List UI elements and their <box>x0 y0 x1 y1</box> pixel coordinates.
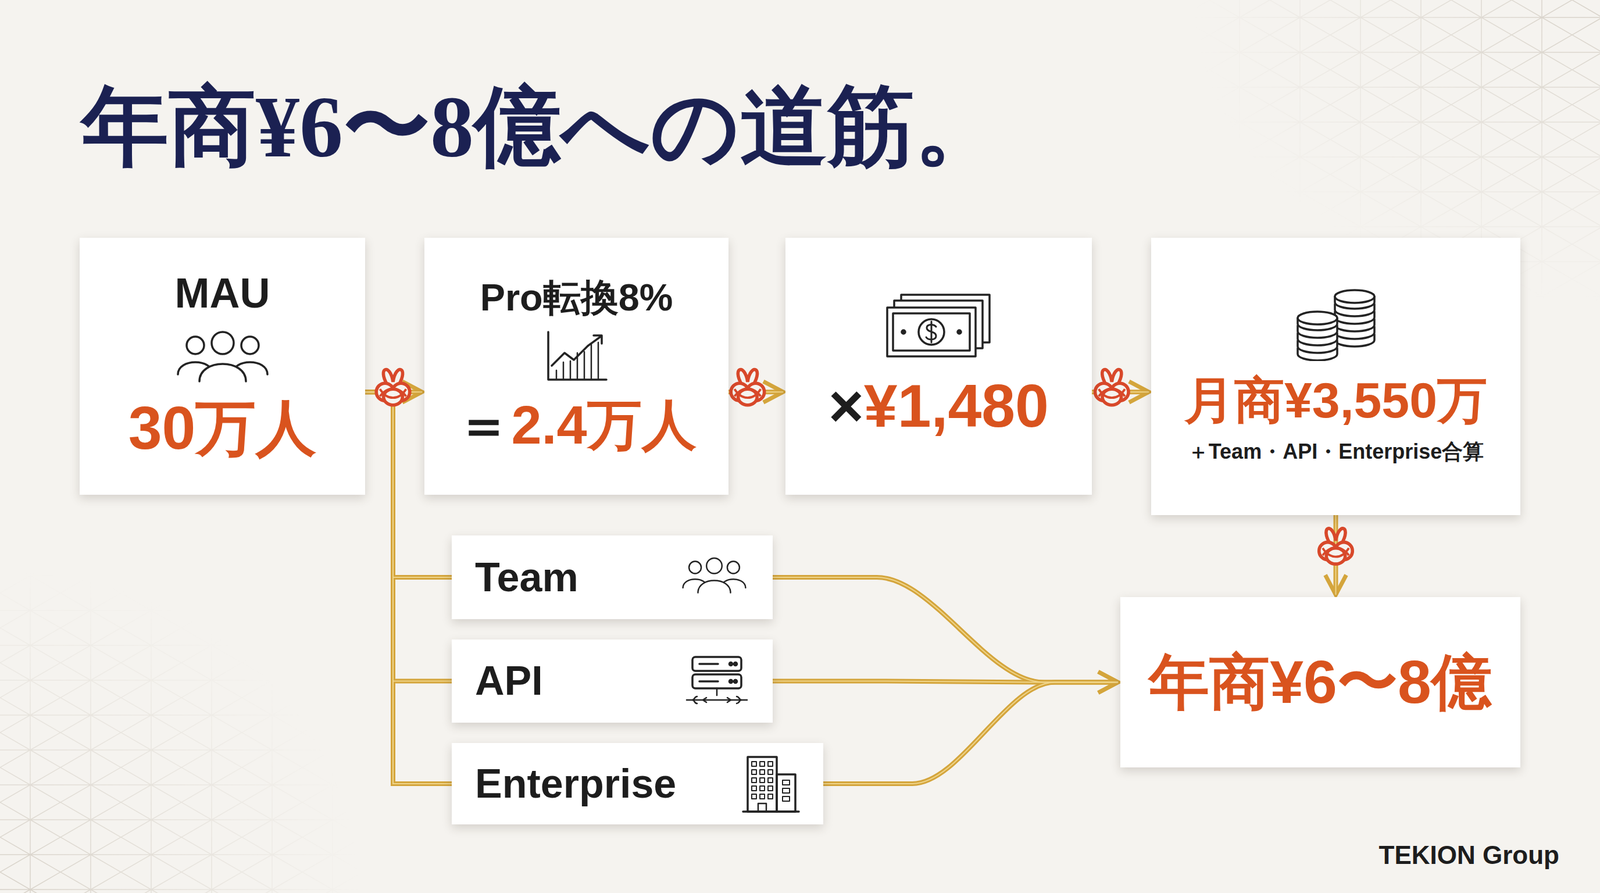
step-box: Pro転換8% ＝2.4万人 <box>424 237 729 495</box>
node-text: Team <box>475 554 579 602</box>
step-box: 月商¥3,550万 ＋Team・API・Enterprise合算 <box>1151 237 1521 516</box>
chart-icon <box>544 329 609 384</box>
money-icon <box>883 291 995 362</box>
cord-highlight <box>772 577 1119 683</box>
node-text: Pro転換8% <box>480 276 674 320</box>
building-icon <box>741 753 800 814</box>
mizuhiki-knot <box>1319 528 1353 564</box>
node-text: MAU <box>175 269 271 318</box>
brand-label: TEKION Group <box>1379 840 1560 870</box>
node-text: ×¥1,480 <box>828 371 1049 442</box>
stream-box: Team <box>451 535 773 620</box>
connector-arrow <box>823 682 1119 785</box>
step-box: ×¥1,480 <box>785 237 1092 495</box>
node-text: Enterprise <box>475 760 677 808</box>
server-icon <box>684 654 750 709</box>
node-text: ＝2.4万人 <box>456 393 696 457</box>
node-text: 月商¥3,550万 <box>1184 371 1488 430</box>
people-icon <box>173 327 273 384</box>
stream-box: API <box>451 639 773 723</box>
node-text: ＋Team・API・Enterprise合算 <box>1187 439 1484 464</box>
team-icon <box>679 555 750 600</box>
page-title: 年商¥6〜8億への道筋。 <box>81 74 1002 180</box>
cord-highlight <box>823 682 1119 785</box>
stream-box: Enterprise <box>451 743 824 825</box>
mizuhiki-knot <box>1095 369 1130 406</box>
mizuhiki-knot <box>730 369 765 406</box>
step-box: MAU 30万人 <box>79 237 366 495</box>
connector-arrow <box>772 577 1119 683</box>
coins-icon <box>1289 288 1383 362</box>
node-text: API <box>475 657 544 705</box>
mizuhiki-knot <box>376 369 410 406</box>
step-box: 年商¥6〜8億 <box>1120 597 1521 768</box>
node-text: 年商¥6〜8億 <box>1148 647 1492 718</box>
node-text: 30万人 <box>128 393 317 464</box>
